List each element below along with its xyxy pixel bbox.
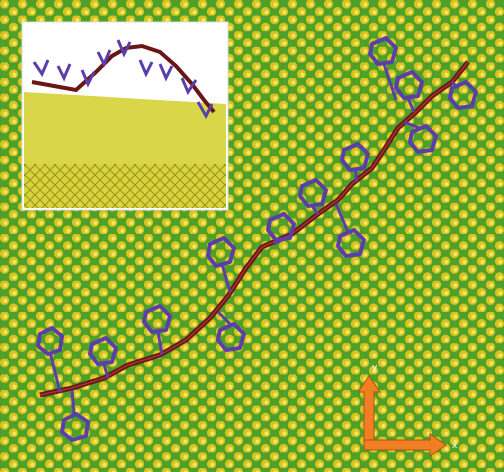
side-group-ring [216, 322, 246, 352]
side-group-ring [36, 326, 64, 356]
inset-side-groups [32, 39, 214, 120]
side-group-ring [142, 304, 172, 334]
side-group-ring [408, 124, 438, 154]
side-group-ring [60, 412, 90, 442]
y-axis-arrow-icon [357, 375, 381, 441]
x-axis-arrow-icon [363, 433, 447, 457]
axis-indicator: y x [357, 363, 458, 457]
side-group-ring [368, 36, 398, 66]
inset-slab-layers [24, 164, 226, 208]
side-group-ring [266, 212, 296, 242]
side-group-ring [336, 228, 366, 258]
x-axis-label: x [452, 441, 458, 451]
side-view-inset [21, 21, 229, 211]
side-group-ring [448, 80, 478, 110]
side-group-ring [206, 236, 236, 268]
side-group-ring [394, 70, 424, 100]
side-group-ring [340, 142, 370, 172]
inset-polymer-backbone [31, 43, 216, 114]
inset-slab-top [24, 92, 226, 164]
side-group-ring [88, 336, 118, 366]
y-axis-label: y [372, 363, 378, 373]
side-group-ring [298, 178, 328, 208]
side-groups [36, 36, 478, 442]
side-group-links [48, 63, 460, 415]
